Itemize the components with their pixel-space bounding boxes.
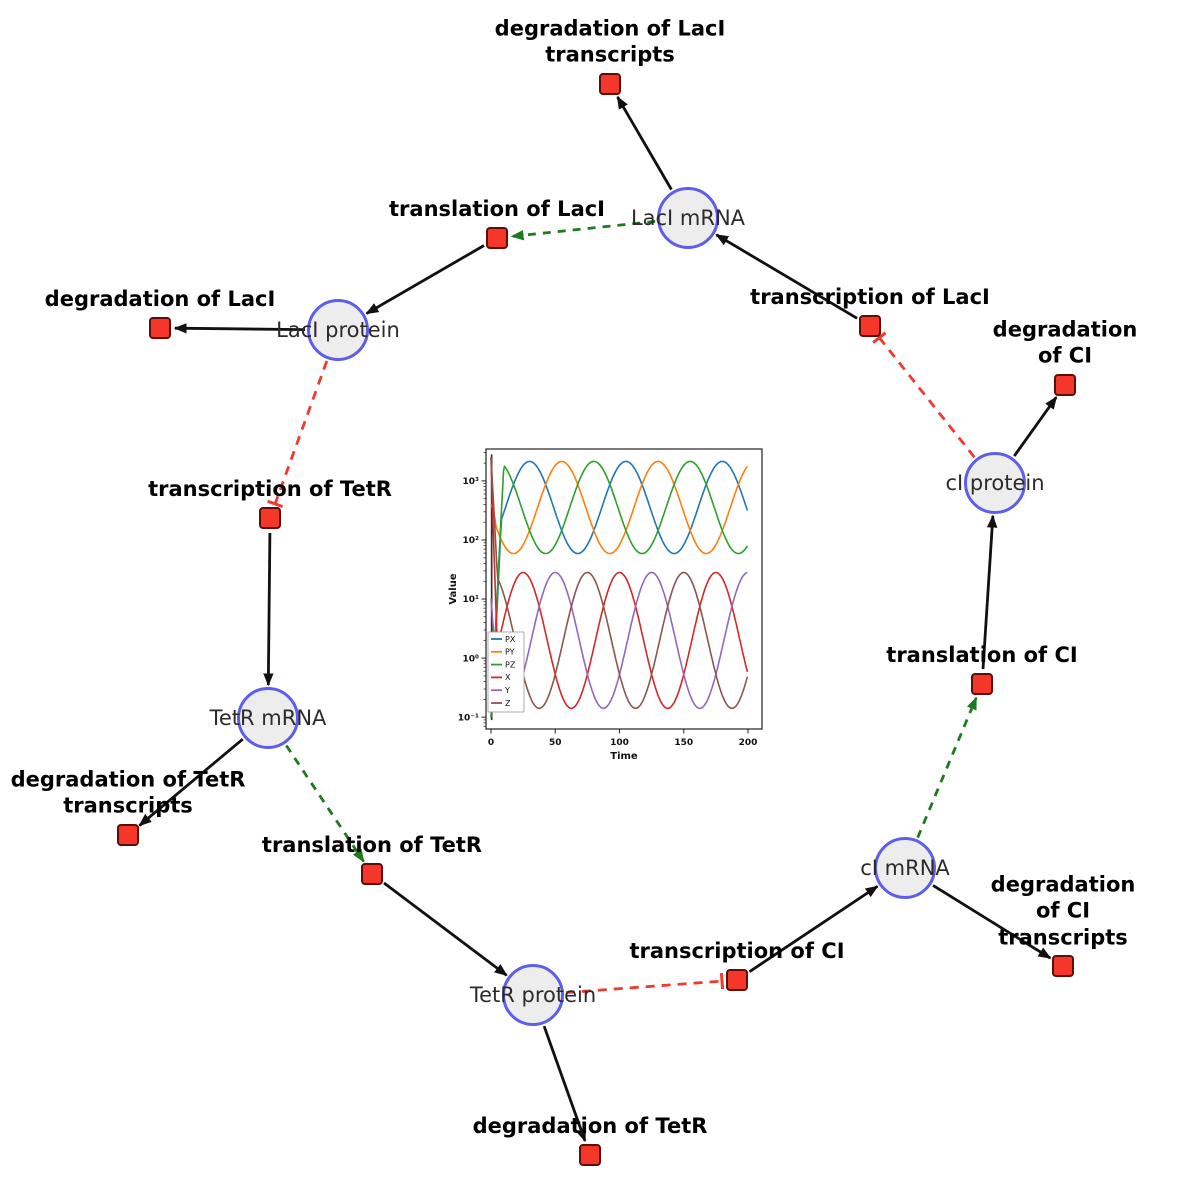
plot-legend-label-Y: Y bbox=[504, 686, 510, 695]
plot-x-axis-label: Time bbox=[610, 751, 638, 762]
plot-legend-label-X: X bbox=[505, 673, 511, 682]
plot-series-X bbox=[490, 457, 749, 710]
edge-tetr-mrna-to-transl-tetr bbox=[285, 744, 365, 863]
plot-frame bbox=[485, 448, 763, 730]
edge-txn-ci-to-ci-mrna bbox=[748, 885, 879, 973]
edge-ci-protein-to-txn-laci bbox=[872, 331, 976, 459]
edge-tetr-protein-to-deg-tetr bbox=[542, 1025, 587, 1143]
plot-y-tick-label: 10³ bbox=[463, 477, 480, 487]
plot-series-Y bbox=[490, 571, 748, 710]
plot-x-tick-label: 100 bbox=[610, 738, 629, 748]
edge-transl-tetr-to-tetr-protein bbox=[383, 881, 508, 977]
plot-y-tick-label: 10² bbox=[463, 536, 480, 546]
edge-ci-mrna-to-deg-ci-transcripts bbox=[932, 884, 1052, 960]
plot-legend-label-PY: PY bbox=[505, 648, 515, 657]
edge-laci-mrna-to-deg-laci-transcripts bbox=[616, 95, 673, 191]
edge-laci-protein-to-txn-tetr bbox=[267, 360, 329, 509]
edge-transl-ci-to-ci-protein bbox=[981, 514, 998, 670]
plot-series-Z bbox=[490, 457, 749, 710]
plot-legend-label-PX: PX bbox=[505, 635, 516, 644]
edge-laci-mrna-to-transl-laci bbox=[510, 220, 656, 241]
edge-laci-protein-to-deg-laci bbox=[173, 323, 306, 334]
edge-txn-tetr-to-tetr-mrna bbox=[263, 532, 274, 687]
edge-ci-mrna-to-transl-ci bbox=[916, 696, 978, 839]
plot-y-tick-label: 10¹ bbox=[463, 595, 480, 605]
plot-x-tick-label: 200 bbox=[739, 738, 758, 748]
plot-y-tick-label: 10⁻¹ bbox=[458, 713, 479, 723]
edge-tetr-mrna-to-deg-tetr-transcripts bbox=[138, 738, 244, 827]
plot-x-tick-label: 0 bbox=[488, 738, 494, 748]
edge-tetr-protein-to-txn-ci bbox=[565, 973, 725, 994]
plot-y-axis-label: Value bbox=[448, 573, 459, 604]
edge-ci-protein-to-deg-ci bbox=[1013, 396, 1058, 457]
edge-txn-laci-to-laci-mrna bbox=[715, 233, 858, 320]
plot-legend: PX PY PZ XYZ bbox=[487, 631, 525, 713]
plot-legend-label-PZ: PZ bbox=[505, 660, 516, 669]
edge-transl-laci-to-laci-protein bbox=[365, 244, 485, 315]
plot-series-PX bbox=[490, 460, 749, 718]
plot-series-PZ bbox=[490, 460, 749, 718]
plot-x-tick-label: 50 bbox=[549, 738, 562, 748]
plot-series-PY bbox=[490, 460, 749, 555]
plot-legend-label-Z: Z bbox=[505, 699, 511, 708]
plot-x-tick-label: 150 bbox=[674, 738, 693, 748]
plot-y-tick-label: 10⁰ bbox=[463, 654, 480, 664]
